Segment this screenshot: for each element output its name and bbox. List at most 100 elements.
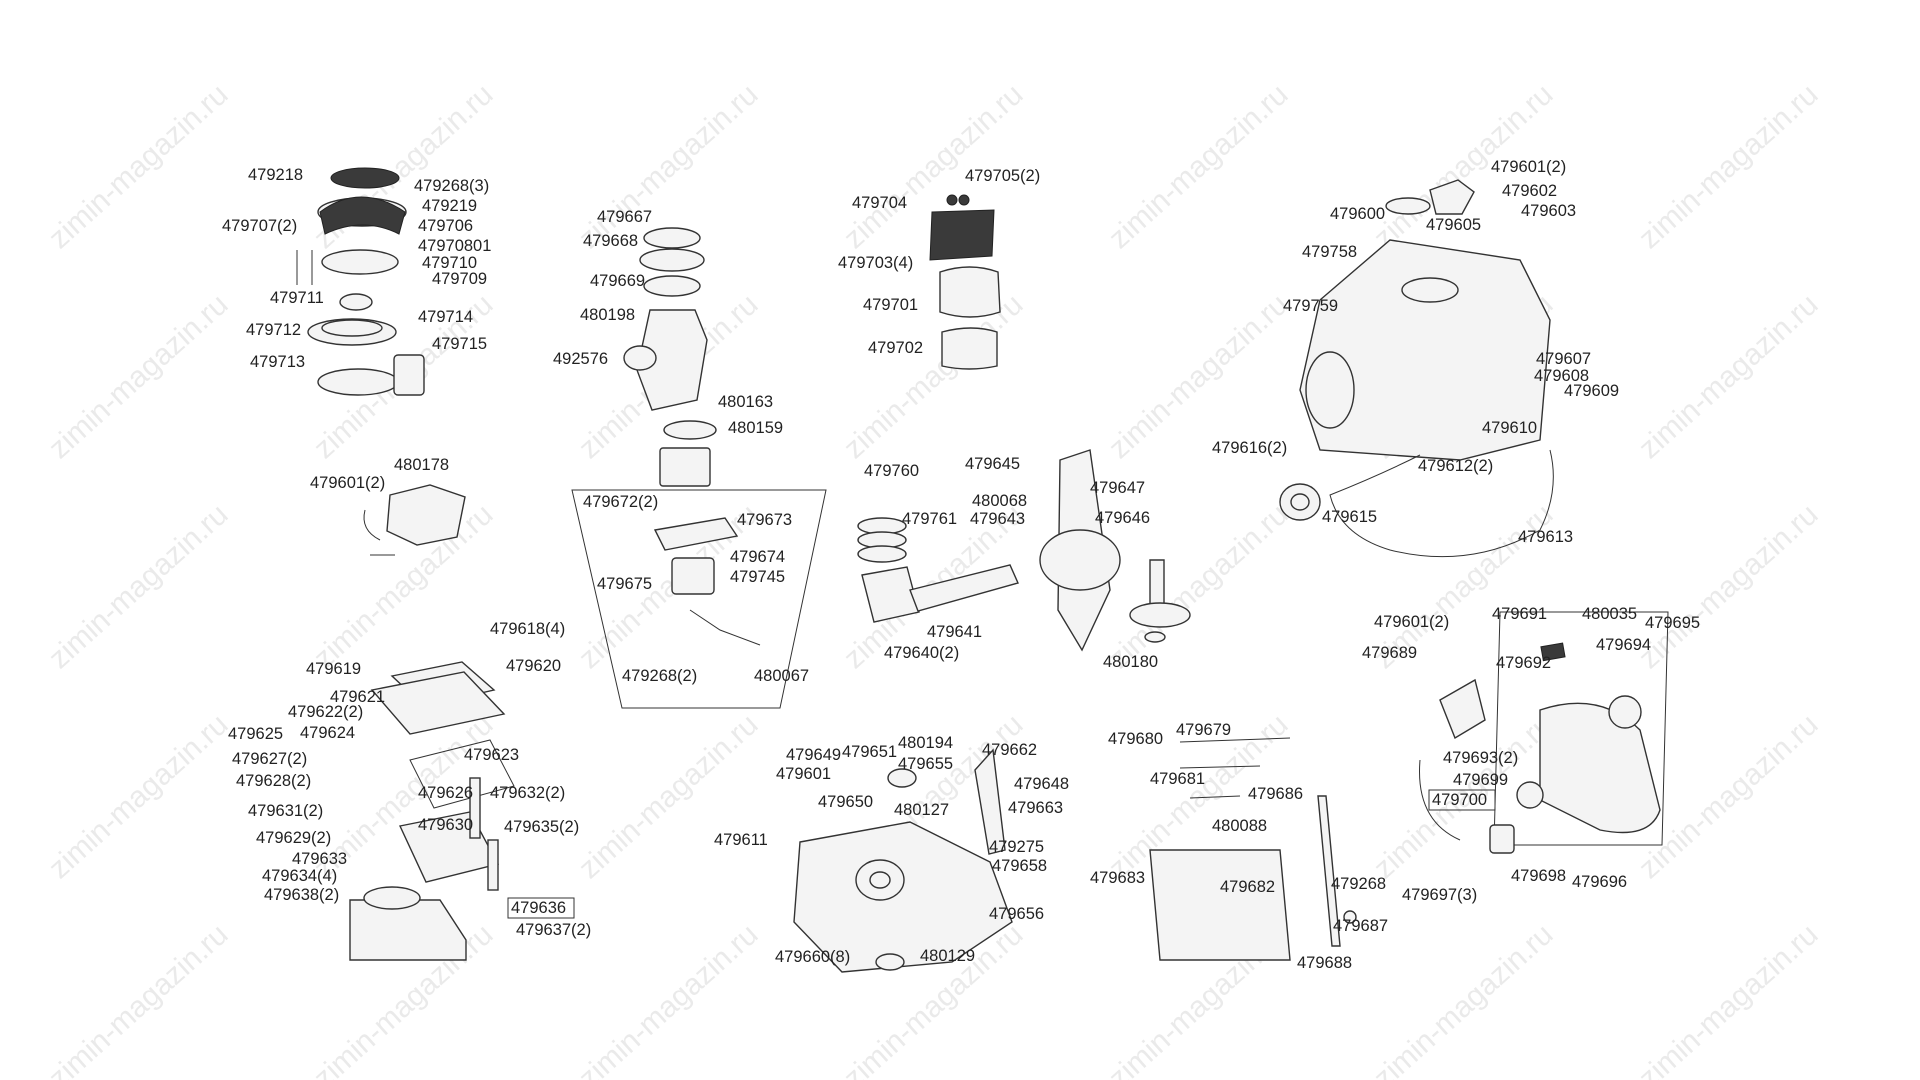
part-label: 479601(2): [1491, 158, 1566, 176]
part-label: 479672(2): [583, 493, 658, 511]
watermark-text: zimin-magazin.ru: [1368, 918, 1560, 1080]
part-label: 479693(2): [1443, 749, 1518, 767]
part-label: 479662: [982, 741, 1037, 759]
part-label: 479758: [1302, 243, 1357, 261]
part-label: 479268: [1331, 875, 1386, 893]
carburetor-assembly: [571, 227, 827, 709]
part-label: 479707(2): [222, 217, 297, 235]
part-label: 479637(2): [516, 921, 591, 939]
part-label: 479628(2): [236, 772, 311, 790]
part-label: 479612(2): [1418, 457, 1493, 475]
watermark-text: zimin-magazin.ru: [43, 288, 235, 465]
watermark-text: zimin-magazin.ru: [838, 288, 1030, 465]
watermark-text: zimin-magazin.ru: [43, 918, 235, 1080]
part-label: 479701: [863, 296, 918, 314]
governor-assembly: [1149, 737, 1357, 961]
watermark-text: zimin-magazin.ru: [1633, 708, 1825, 885]
ignition-coil: [363, 484, 466, 556]
part-label: 479627(2): [232, 750, 307, 768]
part-label: 479610: [1482, 419, 1537, 437]
part-label: 479636: [511, 899, 566, 917]
watermark-text: zimin-magazin.ru: [1633, 918, 1825, 1080]
label-box: [507, 897, 575, 919]
part-label: 479674: [730, 548, 785, 566]
part-label: 479709: [432, 270, 487, 288]
part-label: 480194: [898, 734, 953, 752]
watermark-text: zimin-magazin.ru: [43, 78, 235, 255]
crankshaft-piston-assembly: [857, 449, 1191, 652]
watermark-text: zimin-magazin.ru: [43, 708, 235, 885]
part-labels: 479218479268(3)479219479707(2)4797064797…: [222, 158, 1700, 972]
part-label: 479618(4): [490, 620, 565, 638]
part-label: 480159: [728, 419, 783, 437]
part-label: 492576: [553, 350, 608, 368]
part-label: 479624: [300, 724, 355, 742]
part-label: 479640(2): [884, 644, 959, 662]
part-label: 480178: [394, 456, 449, 474]
part-label: 480127: [894, 801, 949, 819]
part-label: 479634(4): [262, 867, 337, 885]
part-label: 479699: [1453, 771, 1508, 789]
part-label: 479601(2): [310, 474, 385, 492]
part-label: 479219: [422, 197, 477, 215]
part-label: 479682: [1220, 878, 1275, 896]
part-label: 480163: [718, 393, 773, 411]
part-label: 479619: [306, 660, 361, 678]
part-label: 479616(2): [1212, 439, 1287, 457]
air-filter-assembly: [929, 194, 1001, 370]
part-label: 479621: [330, 688, 385, 706]
part-label: 479660(8): [775, 948, 850, 966]
starter-assembly: [296, 167, 425, 396]
part-label: 479675: [597, 575, 652, 593]
part-label: 479694: [1596, 636, 1651, 654]
part-label: 479632(2): [490, 784, 565, 802]
part-label: 479218: [248, 166, 303, 184]
part-label: 479703(4): [838, 254, 913, 272]
part-label: 479760: [864, 462, 919, 480]
part-label: 479623: [464, 746, 519, 764]
part-label: 479602: [1502, 182, 1557, 200]
part-label: 479631(2): [248, 802, 323, 820]
part-label: 479633: [292, 850, 347, 868]
part-label: 479629(2): [256, 829, 331, 847]
part-label: 479706: [418, 217, 473, 235]
part-label: 479646: [1095, 509, 1150, 527]
part-label: 479702: [868, 339, 923, 357]
part-label: 479611: [714, 831, 768, 849]
part-label: 479647: [1090, 479, 1145, 497]
part-label: 479635(2): [504, 818, 579, 836]
part-label: 479607: [1536, 350, 1591, 368]
part-label: 479704: [852, 194, 907, 212]
part-label: 479711: [270, 289, 324, 307]
part-label: 479712: [246, 321, 301, 339]
part-label: 479705(2): [965, 167, 1040, 185]
part-label: 479656: [989, 905, 1044, 923]
part-label: 479668: [583, 232, 638, 250]
part-label: 479697(3): [1402, 886, 1477, 904]
part-label: 479648: [1014, 775, 1069, 793]
part-label: 47970801: [418, 237, 491, 255]
part-label: 479680: [1108, 730, 1163, 748]
part-label: 479691: [1492, 605, 1547, 623]
part-label: 479638(2): [264, 886, 339, 904]
part-label: 479620: [506, 657, 561, 675]
part-label: 479608: [1534, 367, 1589, 385]
part-label: 479710: [422, 254, 477, 272]
part-label: 479641: [927, 623, 982, 641]
watermark-text: zimin-magazin.ru: [1633, 288, 1825, 465]
part-label: 479615: [1322, 508, 1377, 526]
part-label: 479688: [1297, 954, 1352, 972]
part-label: 479698: [1511, 867, 1566, 885]
part-label: 479713: [250, 353, 305, 371]
cylinder-head-assembly: [349, 661, 515, 961]
watermark-text: zimin-magazin.ru: [1633, 498, 1825, 675]
part-label: 479645: [965, 455, 1020, 473]
crankcase-assembly: [1279, 179, 1554, 558]
part-label: 479658: [992, 857, 1047, 875]
part-label: 479700: [1432, 791, 1487, 809]
watermark-text: zimin-magazin.ru: [43, 498, 235, 675]
part-label: 480180: [1103, 653, 1158, 671]
part-label: 479643: [970, 510, 1025, 528]
part-label: 479715: [432, 335, 487, 353]
